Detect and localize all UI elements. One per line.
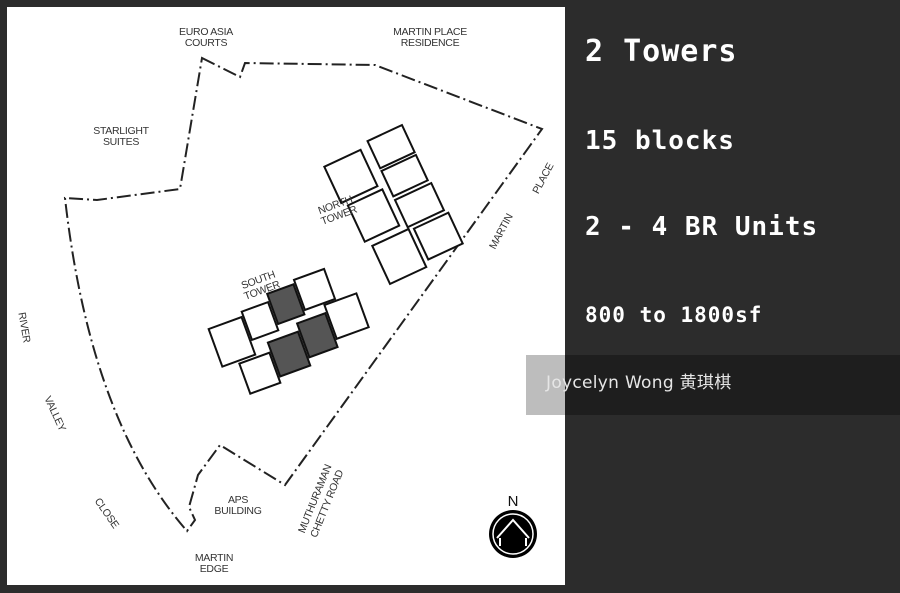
label-place: PLACE [530,161,556,196]
label-suites: SUITES [103,136,139,148]
label-residence: RESIDENCE [401,37,460,49]
label-aps: APS [228,494,248,506]
watermark-text: Joycelyn Wong 黄琪棋 [546,373,732,393]
unit-types: 2 - 4 BR Units [585,212,819,242]
label-martin-edge: MARTIN [195,552,233,564]
unit-size-range: 800 to 1800sf [585,303,763,327]
label-river: RIVER [15,311,32,344]
label-courts: COURTS [185,37,228,49]
north-arrow-icon: N [489,493,537,558]
site-boundary [63,56,544,533]
label-edge: EDGE [200,563,229,575]
north-tower [322,123,465,286]
blocks-count: 15 blocks [585,126,735,156]
towers-count: 2 Towers [585,34,738,69]
north-label: N [508,493,519,510]
south-tower [207,267,370,395]
label-close: CLOSE [92,496,122,531]
label-valley: VALLEY [41,394,68,433]
label-martin: MARTIN [487,212,516,251]
label-martin-place: MARTIN PLACE [393,26,467,38]
site-plan-drawing: EURO ASIA COURTS MARTIN PLACE RESIDENCE … [15,26,556,575]
label-building: BUILDING [214,505,261,517]
watermark-band [565,355,900,415]
site-plan: EURO ASIA COURTS MARTIN PLACE RESIDENCE … [7,7,565,585]
label-starlight: STARLIGHT [93,125,149,137]
watermark-box [526,355,571,415]
label-euro-asia: EURO ASIA [179,26,233,38]
